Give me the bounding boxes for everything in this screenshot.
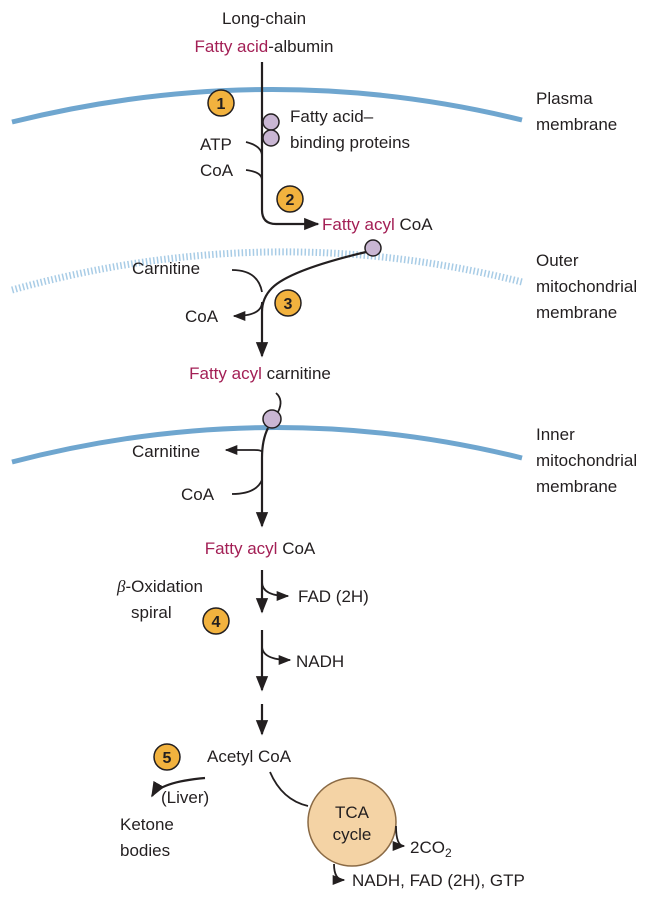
carnitine-label-2: Carnitine — [132, 442, 200, 461]
long-chain-label: Long-chain — [222, 9, 306, 28]
binding-protein-lower — [262, 129, 280, 147]
svg-text:2: 2 — [286, 192, 295, 209]
fatty-acyl-text-2: Fatty acyl — [189, 364, 262, 383]
step-1-badge: 1 — [207, 89, 235, 117]
co2-subscript: 2 — [445, 846, 452, 860]
acyl-transfer-path — [255, 250, 367, 358]
inner-transport-line — [275, 392, 282, 413]
co2-text: 2CO — [410, 838, 445, 857]
matrix-path — [255, 427, 269, 528]
inner-membrane-label-3: membrane — [536, 477, 617, 496]
coa-label-2: CoA — [185, 307, 219, 326]
tca-label-1: TCA — [335, 803, 370, 822]
binding-protein-label-2: binding proteins — [290, 133, 410, 152]
step-4-badge: 4 — [202, 607, 230, 635]
carnitine-in-branch — [231, 269, 263, 293]
translocase-transporter — [262, 409, 282, 429]
binding-protein-upper — [262, 113, 280, 131]
nadh-label: NADH — [296, 652, 344, 671]
carnitine-label-1: Carnitine — [132, 259, 200, 278]
nadh-branch — [261, 645, 292, 666]
svg-text:4: 4 — [212, 614, 221, 631]
coa-suffix-2: CoA — [277, 539, 315, 558]
fad-branch — [261, 581, 290, 602]
outer-mitochondrial-membrane — [11, 248, 523, 294]
outer-membrane-label-1: Outer — [536, 251, 579, 270]
plasma-membrane — [11, 87, 523, 125]
beta-oxidation-label: β-Oxidation — [116, 577, 203, 596]
ketone-label-2: bodies — [120, 841, 170, 860]
fatty-acyl-carnitine-label: Fatty acyl carnitine — [189, 364, 331, 383]
svg-text:1: 1 — [217, 96, 226, 113]
ketone-label-1: Ketone — [120, 815, 174, 834]
ketone-path — [151, 776, 206, 798]
liver-label: (Liver) — [161, 788, 209, 807]
uptake-path — [260, 62, 320, 231]
step-5-badge: 5 — [153, 743, 181, 771]
carnitine-out-branch — [224, 444, 263, 456]
outer-membrane-label-3: membrane — [536, 303, 617, 322]
cpt1-transporter — [364, 239, 382, 257]
co2-branch — [392, 825, 406, 852]
svg-text:5: 5 — [163, 750, 172, 767]
coa-suffix-1: CoA — [395, 215, 433, 234]
svg-text:3: 3 — [284, 296, 293, 313]
coa-label-1: CoA — [200, 161, 234, 180]
tca-products-label: NADH, FAD (2H), GTP — [352, 871, 525, 890]
fatty-acid-albumin-label: Fatty acid-albumin — [195, 37, 334, 56]
oxidation-text: -Oxidation — [125, 577, 202, 596]
fatty-acyl-coa-label-1: Fatty acyl CoA — [322, 215, 433, 234]
outer-membrane-label-2: mitochondrial — [536, 277, 637, 296]
acetyl-coa-label: Acetyl CoA — [207, 747, 292, 766]
carnitine-suffix: carnitine — [262, 364, 331, 383]
tca-label-2: cycle — [333, 825, 372, 844]
co2-label: 2CO2 — [410, 838, 452, 860]
acetyl-to-tca-path — [269, 771, 309, 807]
tca-cycle-circle — [307, 777, 397, 867]
fad-label: FAD (2H) — [298, 587, 369, 606]
coa-out-branch — [232, 301, 263, 322]
inner-membrane-label-2: mitochondrial — [536, 451, 637, 470]
coa-label-3: CoA — [181, 485, 215, 504]
plasma-membrane-label-1: Plasma — [536, 89, 593, 108]
atp-label: ATP — [200, 135, 232, 154]
inner-membrane-label-1: Inner — [536, 425, 575, 444]
fatty-acid-text: Fatty acid — [195, 37, 269, 56]
atp-coa-branch — [245, 141, 263, 181]
spiral-label: spiral — [131, 603, 172, 622]
step-3-badge: 3 — [274, 289, 302, 317]
tca-products-branch — [332, 863, 346, 886]
coa-in-branch — [231, 479, 263, 495]
albumin-text: -albumin — [268, 37, 333, 56]
beta-symbol: β — [116, 577, 126, 596]
binding-protein-label-1: Fatty acid– — [290, 107, 374, 126]
fatty-acyl-text-3: Fatty acyl — [205, 539, 278, 558]
fatty-acyl-coa-label-2: Fatty acyl CoA — [205, 539, 316, 558]
step-2-badge: 2 — [276, 185, 304, 213]
plasma-membrane-label-2: membrane — [536, 115, 617, 134]
fatty-acyl-text-1: Fatty acyl — [322, 215, 395, 234]
